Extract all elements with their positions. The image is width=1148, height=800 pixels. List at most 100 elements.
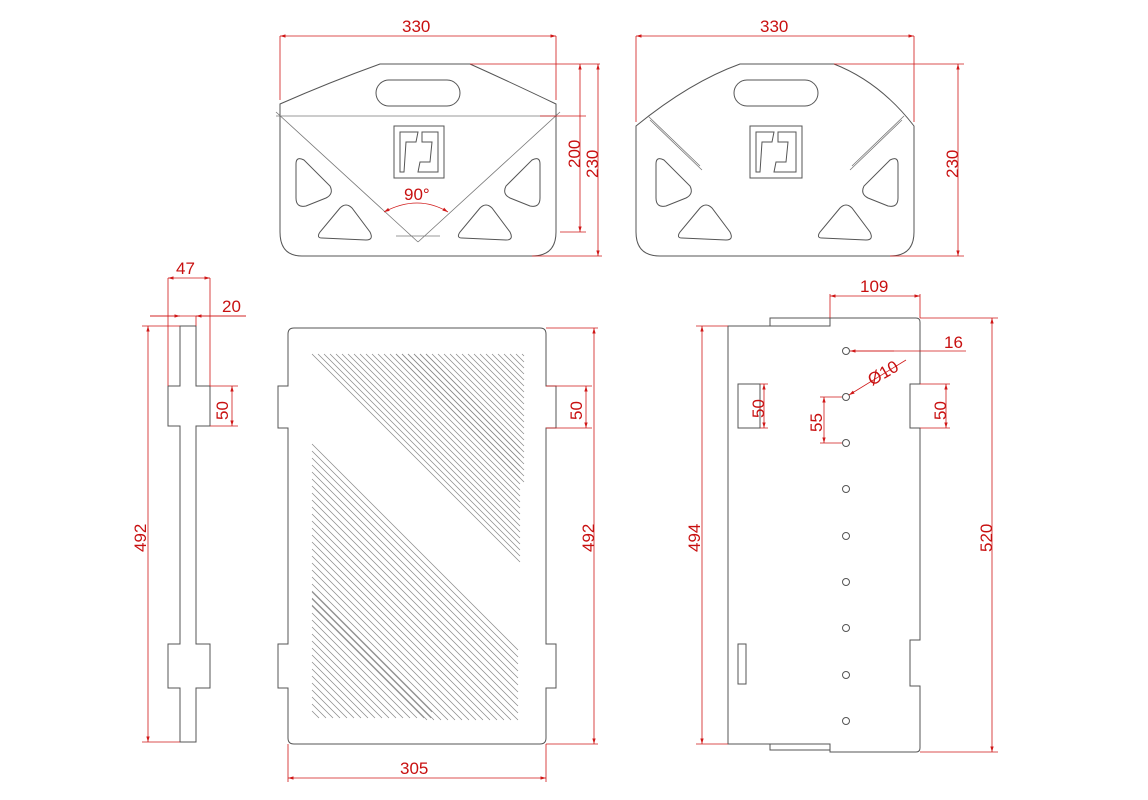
vent-slot [491,353,525,387]
pitch-label: 55 [807,413,826,432]
vent-slot [311,633,397,719]
handle-cutout [375,79,461,107]
vent-slot [311,696,334,719]
width-label: 330 [760,17,788,36]
side-panel-b: 330 230 [635,17,964,257]
vent-slot [407,353,521,467]
vent-slot [365,353,521,509]
left-slot [737,383,761,429]
vent-slot [455,353,525,423]
vent-slot [431,353,525,447]
vent-slot [311,626,404,719]
vent-slot [311,499,519,707]
vent-slot [311,619,411,719]
vent-slot [311,682,348,719]
vent-slot [311,605,425,719]
side-panel-a: 90° 330 200 230 [275,17,602,257]
vent-slot [311,534,498,721]
vent-slot [311,555,477,721]
vent-slot [485,353,525,393]
vent-slot [311,654,376,719]
vent-slot [371,353,521,503]
vent-slot [311,527,505,721]
ventilation-slots [311,353,525,721]
slotted-plate: 50 492 305 [277,327,598,782]
vent-slot [515,353,525,363]
vent-slot [443,353,525,435]
vent-slot [479,353,525,399]
length-label: 492 [579,524,598,552]
vent-slot [311,647,383,719]
triangle-cutout [655,158,692,207]
width-label: 305 [400,759,428,778]
mounting-hole [842,347,850,355]
inner-height-label: 200 [565,140,584,168]
vent-slot [503,353,525,375]
height-label: 230 [583,150,602,178]
thickness-label: 47 [176,259,195,278]
side-panel-b-outline [635,63,915,257]
vent-slot [311,604,428,721]
mounting-hole [842,671,850,679]
height-label: 230 [943,150,962,178]
mounting-hole [842,485,850,493]
vent-slot [311,541,491,721]
vent-slot [311,485,519,693]
vent-slot [311,612,418,719]
vent-slot [329,353,521,545]
vent-slot [311,576,456,721]
vent-slot [311,668,362,719]
vent-slot [311,457,519,665]
vent-slot [461,353,525,417]
back-plate-outline [727,317,921,753]
mounting-hole [842,624,850,632]
bottom-slot [737,643,747,685]
triangle-cutout [317,204,372,241]
slotted-plate-outline [277,327,557,745]
vent-slot [311,520,512,721]
vent-slot [311,710,320,719]
angle-label: 90° [404,185,430,204]
vent-slot [419,353,521,455]
vent-slot [377,353,521,497]
tab-label: 50 [567,401,586,420]
brand-logo [749,125,803,179]
vent-slot [311,492,519,700]
vent-slot [413,353,521,461]
right-slot-label: 50 [931,401,950,420]
triangle-cutout [817,204,872,241]
vent-slot [395,353,521,479]
triangle-cutout [677,204,732,241]
brand-logo [393,125,445,179]
vent-slot [311,703,327,719]
vent-slot [311,597,435,721]
vent-slot [311,548,484,721]
vent-slot [311,353,521,563]
vent-slot [383,353,521,491]
vent-slot [473,353,525,405]
vent-slot [359,353,521,515]
vent-slot [389,353,521,485]
side-panel-a-outline [279,63,557,257]
vent-slot [467,353,525,411]
mounting-hole [842,532,850,540]
length-label: 492 [131,524,150,552]
handle-cutout [733,79,819,107]
edge-view-outline [167,325,211,743]
vent-slot [521,353,525,357]
width-label: 330 [402,17,430,36]
vent-slot [311,513,519,721]
inner-length-label: 494 [685,524,704,552]
overall-length-label: 520 [977,524,996,552]
mounting-hole [842,578,850,586]
top-width-label: 109 [860,277,888,296]
vent-slot [311,689,341,719]
vent-slot [341,353,521,533]
vent-slot [311,464,519,672]
vent-slot [311,443,519,651]
vent-slot [311,583,449,721]
vent-slot [311,569,463,721]
mounting-hole [842,717,850,725]
vent-slot [347,353,521,527]
